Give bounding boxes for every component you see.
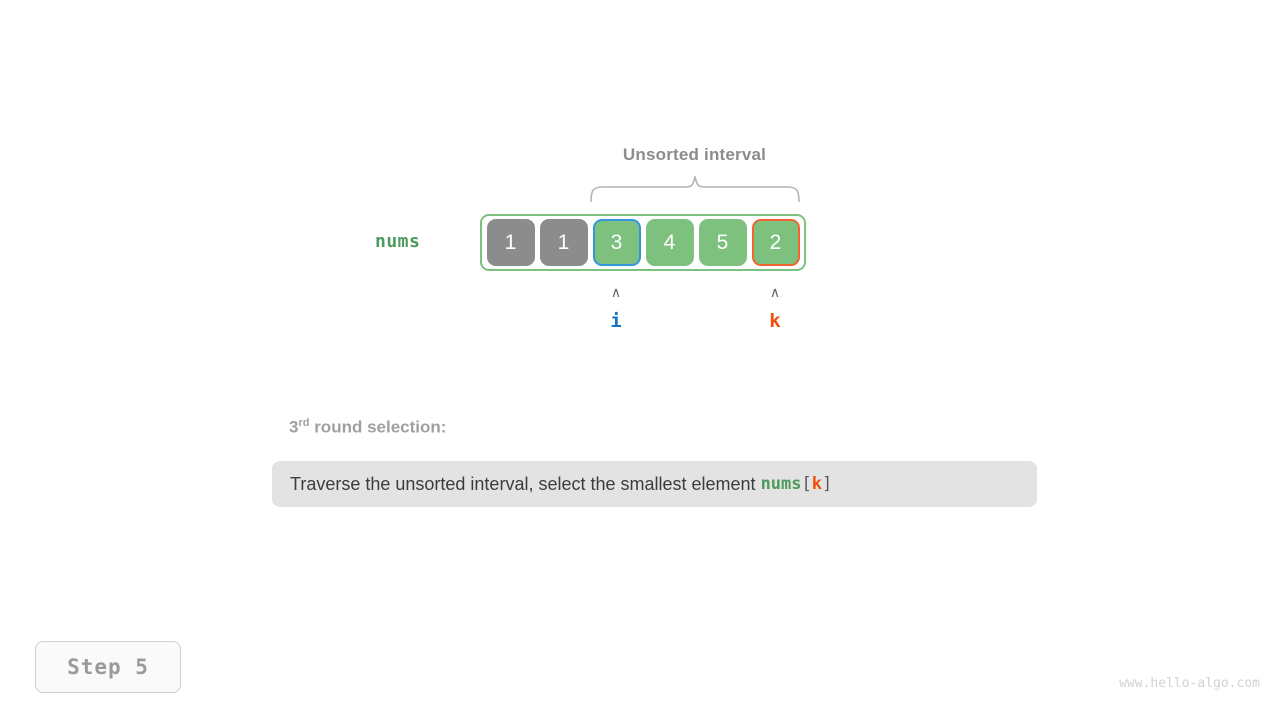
caret-up-icon: ∧ [769,285,781,301]
round-heading-text: round selection: [309,417,447,437]
unsorted-interval-label: Unsorted interval [622,145,767,164]
code-bracket-close: ] [822,474,833,494]
step-badge: Step 5 [35,641,181,693]
array-cell: 4 [645,219,694,266]
watermark: www.hello-algo.com [1119,676,1260,691]
array-container: 1 1 3 4 5 2 [480,214,806,271]
pointer-i-label: i [610,310,622,332]
round-ordinal-suffix: rd [298,417,310,429]
round-number: 3 [289,417,299,437]
brace-svg [590,174,800,203]
round-selection-heading: 3rd round selection: [289,417,446,438]
pointer-k: ∧ k [755,286,795,333]
code-index-k: k [811,474,823,494]
code-nums: nums [760,474,802,494]
array-cell: 3 [592,219,641,266]
array-cell: 5 [698,219,747,266]
description-text: Traverse the unsorted interval, select t… [290,473,761,494]
description-box: Traverse the unsorted interval, select t… [272,461,1037,507]
caret-up-icon: ∧ [610,285,622,301]
unsorted-interval-brace [589,174,801,203]
code-bracket-open: [ [801,474,812,494]
pointer-k-label: k [769,310,781,332]
array-cell: 1 [486,219,535,266]
pointer-i: ∧ i [596,286,636,333]
array-name-label: nums [375,231,421,252]
array-cell: 2 [751,219,800,266]
array-cell: 1 [539,219,588,266]
